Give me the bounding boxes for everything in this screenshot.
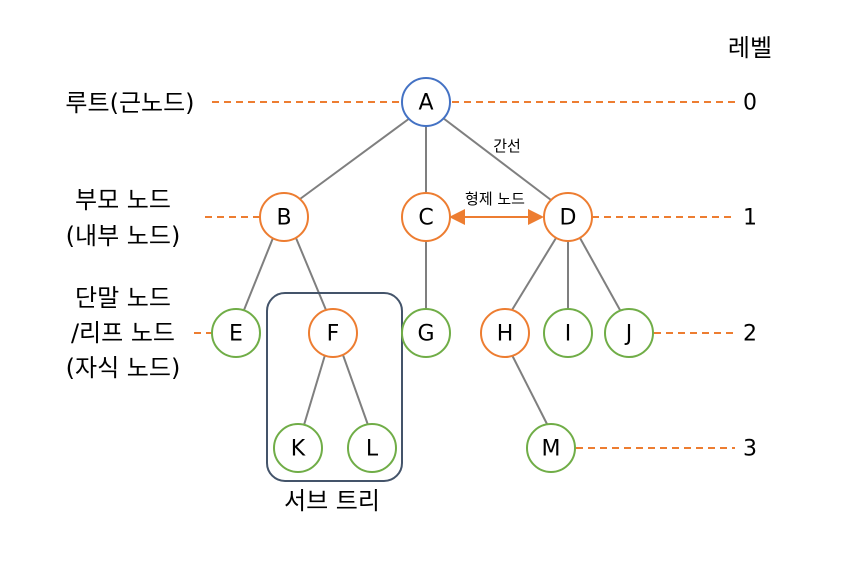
edge-b-f — [295, 237, 327, 311]
node-f-label: F — [327, 322, 340, 347]
edge-a-b — [299, 117, 411, 200]
level-title: 레벨 — [728, 34, 772, 62]
node-g-circle — [401, 308, 451, 358]
edge-annotation: 간선 — [493, 137, 521, 155]
node-d-label: D — [560, 206, 577, 231]
node-c-circle — [401, 192, 451, 242]
level-number-1: 1 — [743, 206, 757, 231]
node-e-label: E — [229, 322, 243, 347]
node-j-circle — [604, 308, 654, 358]
root-label: 루트(근노드) — [65, 89, 194, 117]
leaf-label-line1: 단말 노드 — [75, 284, 171, 312]
node-a-circle — [401, 77, 451, 127]
node-d-circle — [543, 192, 593, 242]
edge-h-m — [511, 354, 548, 425]
level-number-2: 2 — [743, 322, 757, 347]
node-b-label: B — [276, 206, 291, 231]
node-g-label: G — [417, 322, 434, 347]
node-h-label: H — [497, 322, 514, 347]
subtree-box — [266, 292, 403, 482]
node-l-circle — [347, 423, 397, 473]
node-j-label: J — [624, 322, 633, 347]
edge-f-l — [342, 354, 369, 426]
node-c-label: C — [418, 206, 433, 231]
node-k-label: K — [291, 437, 306, 462]
node-e-circle — [211, 308, 261, 358]
node-f-circle — [308, 308, 358, 358]
node-k-circle — [273, 423, 323, 473]
node-i-label: I — [565, 322, 572, 347]
node-l-label: L — [366, 437, 379, 462]
node-i-circle — [543, 308, 593, 358]
node-b-circle — [259, 192, 309, 242]
node-h-circle — [480, 308, 530, 358]
edge-d-j — [579, 237, 621, 311]
level-number-3: 3 — [743, 437, 757, 462]
node-m-circle — [526, 423, 576, 473]
edge-d-h — [511, 237, 557, 311]
leaf-label-line2: /리프 노드 — [71, 319, 175, 347]
parent-label-line1: 부모 노드 — [75, 186, 171, 214]
parent-label-line2: (내부 노드) — [66, 222, 181, 250]
node-a-label: A — [418, 91, 433, 116]
leaf-label-line3: (자식 노드) — [66, 354, 181, 382]
level-number-0: 0 — [743, 91, 757, 116]
node-m-label: M — [542, 437, 561, 462]
sibling-annotation: 형제 노드 — [465, 190, 525, 208]
edge-b-e — [243, 237, 274, 311]
edge-f-k — [303, 354, 326, 426]
subtree-label: 서브 트리 — [284, 487, 380, 515]
edge-a-d — [442, 117, 552, 201]
